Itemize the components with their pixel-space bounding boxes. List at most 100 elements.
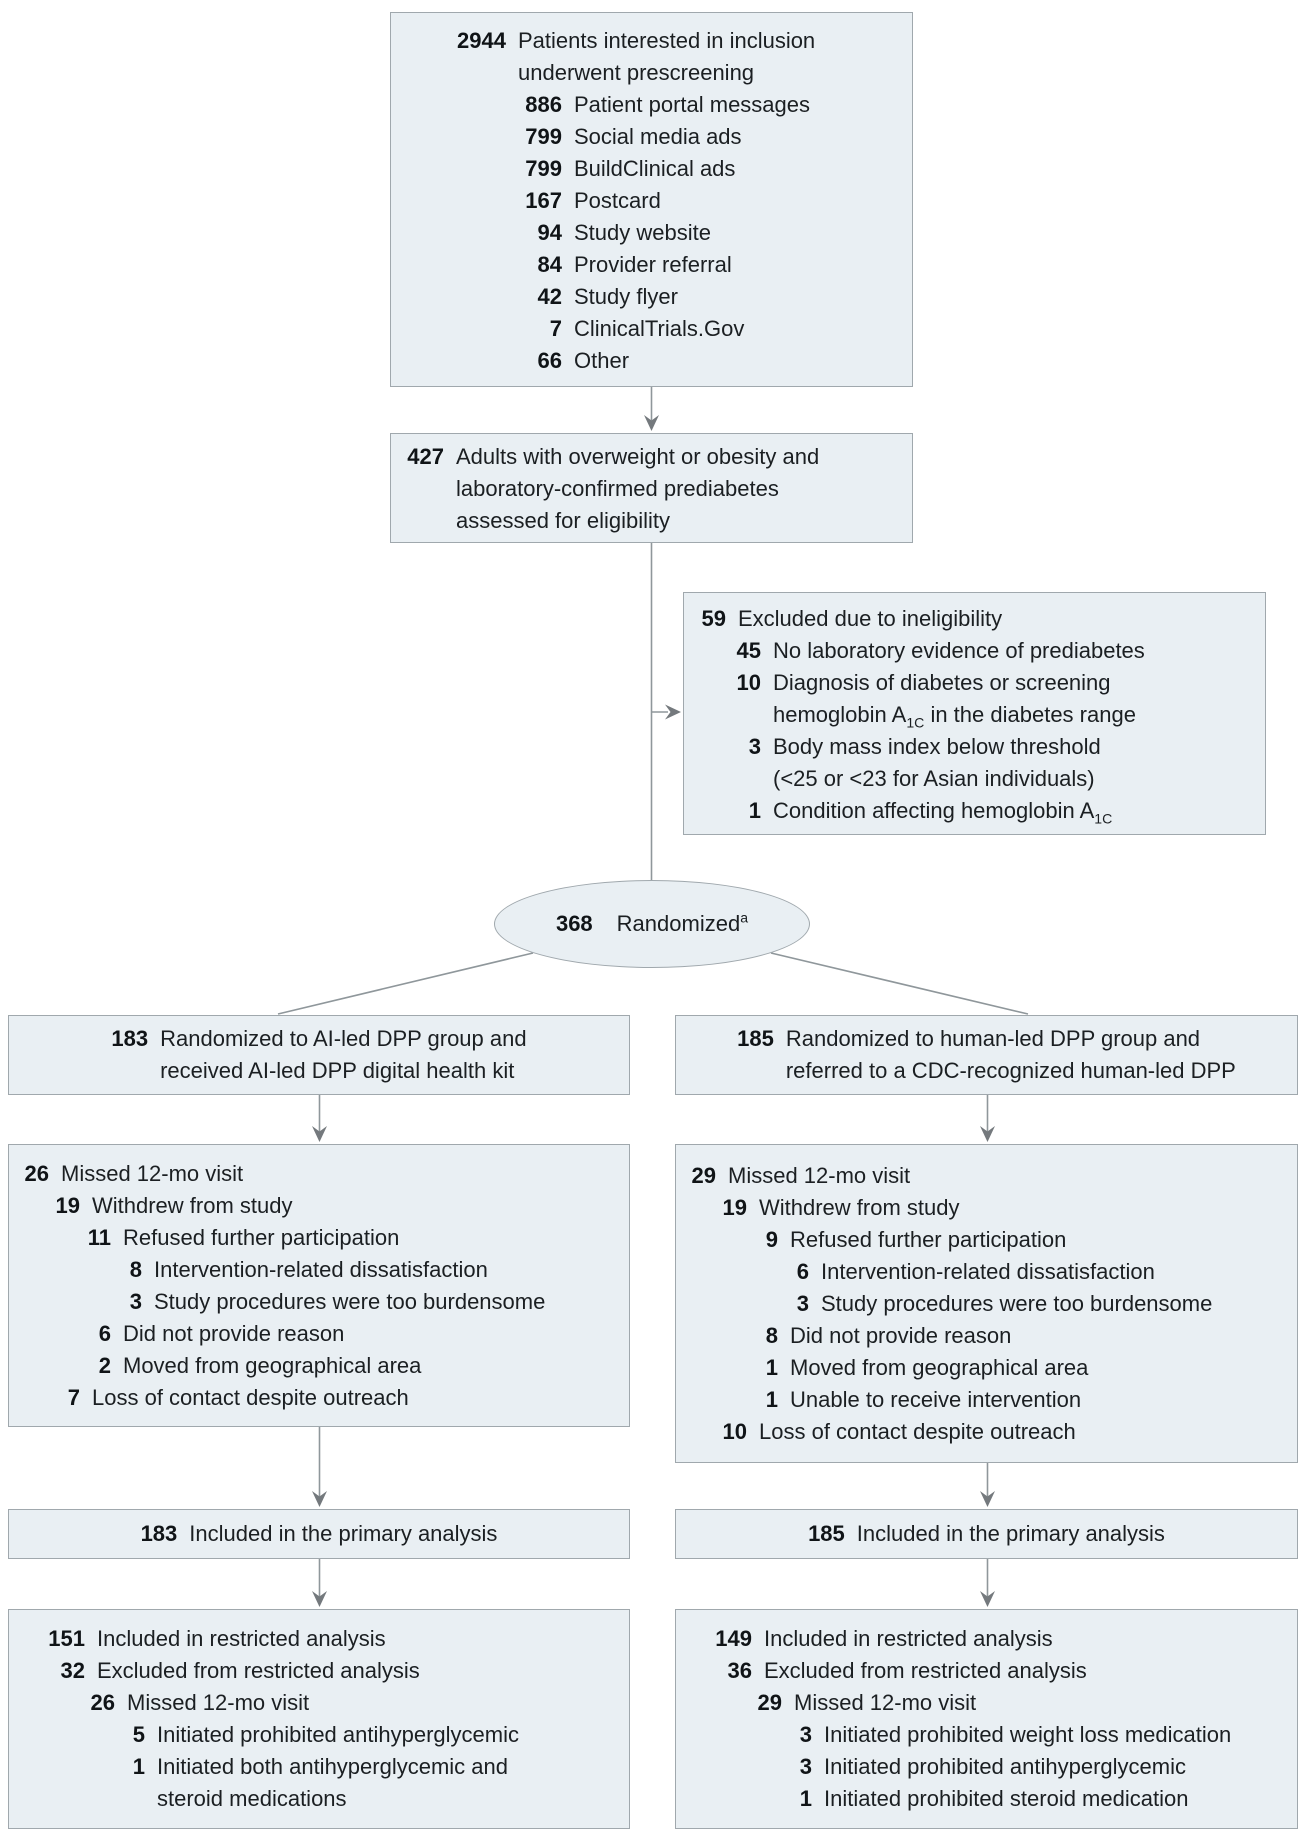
count-value: 185 bbox=[808, 1521, 845, 1546]
line-randomized-to-group-human bbox=[770, 952, 1029, 1015]
row-label: Missed 12-mo visit bbox=[728, 1163, 911, 1188]
row-label: Initiated prohibited antihyperglycemic bbox=[157, 1722, 519, 1747]
row-label: Patient portal messages bbox=[574, 92, 811, 117]
flow-row: 427 Adults with overweight or obesity and… bbox=[399, 441, 900, 537]
row-label: Refused further participation bbox=[123, 1225, 400, 1250]
count-value: 26 bbox=[90, 1690, 115, 1715]
row-label: Condition affecting hemoglobin A1C bbox=[773, 798, 1113, 827]
count-value: 84 bbox=[537, 252, 562, 277]
row-label: ClinicalTrials.Gov bbox=[574, 316, 745, 341]
count-value: 6 bbox=[796, 1259, 809, 1284]
arrow-primary-human-to-restricted bbox=[980, 1559, 995, 1607]
count-value: 59 bbox=[701, 606, 726, 631]
arrow-missed-human-to-primary bbox=[980, 1463, 995, 1507]
row-label: Moved from geographical area bbox=[790, 1355, 1089, 1380]
row-label: Included in restricted analysis bbox=[764, 1626, 1053, 1651]
count-value: 427 bbox=[407, 444, 444, 469]
count-value: 94 bbox=[537, 220, 562, 245]
count-value: 151 bbox=[48, 1626, 85, 1651]
row-label: Initiated prohibited steroid medication bbox=[824, 1786, 1189, 1811]
count-value: 3 bbox=[129, 1289, 142, 1314]
row-label: Missed 12-mo visit bbox=[794, 1690, 977, 1715]
count-value: 1 bbox=[765, 1387, 778, 1412]
count-value: 26 bbox=[24, 1161, 49, 1186]
flow-row: 3 Body mass index below threshold(<25 or … bbox=[690, 731, 1253, 795]
row-label: Study flyer bbox=[574, 284, 678, 309]
count-value: 29 bbox=[757, 1690, 782, 1715]
row-label: Study procedures were too burdensome bbox=[154, 1289, 546, 1314]
row-label: Other bbox=[574, 348, 630, 373]
box-missed-ai-led: 26 Missed 12-mo visit 19 Withdrew from stud… bbox=[8, 1144, 630, 1427]
randomized-count: 368 bbox=[555, 911, 593, 936]
count-value: 42 bbox=[537, 284, 562, 309]
arrow-group-human-to-missed bbox=[980, 1095, 995, 1142]
row-label: Unable to receive intervention bbox=[790, 1387, 1082, 1412]
flow-row: 26 Missed 12-mo visit bbox=[13, 1158, 617, 1190]
flow-row: 26 Missed 12-mo visit bbox=[25, 1687, 617, 1719]
row-label: Included in restricted analysis bbox=[97, 1626, 386, 1651]
count-value: 19 bbox=[722, 1195, 747, 1220]
count-value: 149 bbox=[715, 1626, 752, 1651]
flow-row: 66 Other bbox=[411, 345, 900, 377]
count-value: 9 bbox=[765, 1227, 778, 1252]
count-value: 66 bbox=[537, 348, 562, 373]
row-label: Included in the primary analysis bbox=[189, 1521, 498, 1546]
box-eligibility: 427 Adults with overweight or obesity and… bbox=[390, 433, 913, 543]
flow-row: 1 Condition affecting hemoglobin A1C bbox=[690, 795, 1253, 827]
arrow-primary-ai-to-restricted bbox=[312, 1559, 327, 1607]
row-label: Refused further participation bbox=[790, 1227, 1067, 1252]
row-label: Initiated prohibited weight loss medicat… bbox=[824, 1722, 1232, 1747]
count-value: 3 bbox=[748, 734, 761, 759]
row-label: Postcard bbox=[574, 188, 661, 213]
count-value: 7 bbox=[67, 1385, 80, 1410]
flow-row: 9 Refused further participation bbox=[680, 1224, 1285, 1256]
count-value: 8 bbox=[765, 1323, 778, 1348]
count-value: 2 bbox=[98, 1353, 111, 1378]
line-randomized-to-group-ai bbox=[277, 952, 534, 1015]
arrow-prescreening-to-eligibility bbox=[644, 387, 659, 431]
row-label: Missed 12-mo visit bbox=[61, 1161, 244, 1186]
flow-row: 42 Study flyer bbox=[411, 281, 900, 313]
row-label: Intervention-related dissatisfaction bbox=[821, 1259, 1155, 1284]
row-label: Loss of contact despite outreach bbox=[92, 1385, 409, 1410]
row-label: Missed 12-mo visit bbox=[127, 1690, 310, 1715]
flow-row: 149 Included in restricted analysis bbox=[692, 1623, 1285, 1655]
count-value: 1 bbox=[748, 798, 761, 823]
count-value: 19 bbox=[55, 1193, 80, 1218]
row-label: Withdrew from study bbox=[92, 1193, 293, 1218]
row-label: Body mass index below threshold(<25 or <… bbox=[773, 734, 1101, 791]
count-value: 8 bbox=[129, 1257, 142, 1282]
count-value: 32 bbox=[60, 1658, 85, 1683]
count-value: 1 bbox=[799, 1786, 812, 1811]
